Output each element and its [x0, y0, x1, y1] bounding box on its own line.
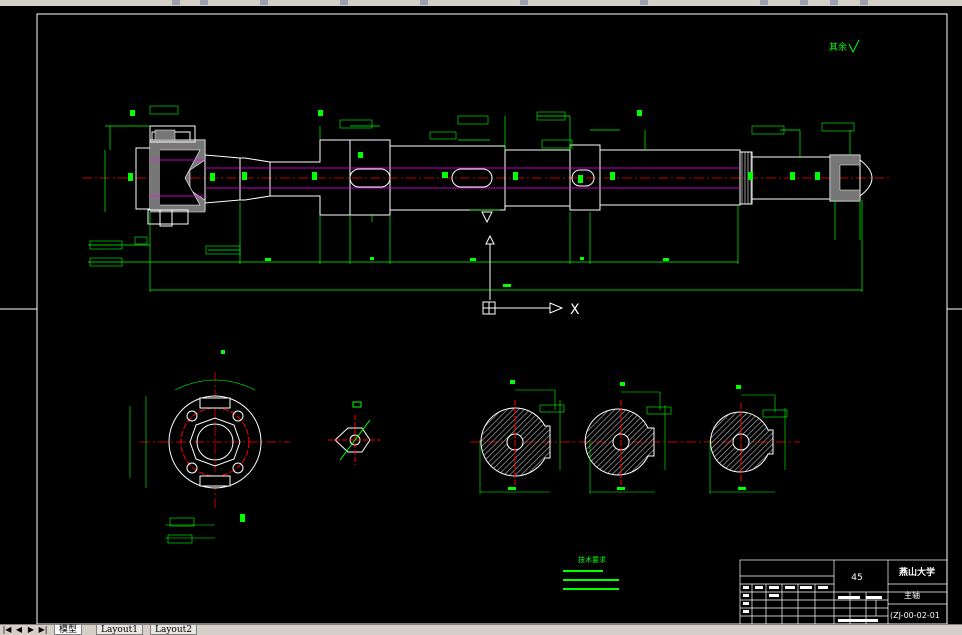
toolbar-icon[interactable] [520, 0, 528, 5]
keyway-1 [349, 168, 391, 188]
tech-req-title: 技术要求 [578, 555, 606, 564]
next-tab-icon[interactable]: ▶ [27, 625, 35, 634]
keyway-3 [571, 169, 595, 187]
dimension-labels [128, 110, 820, 287]
ucs-x-label: X [570, 302, 580, 318]
flange-end-view [140, 372, 290, 510]
last-tab-icon[interactable]: ▶| [38, 625, 48, 634]
dimensions-main [88, 115, 863, 292]
first-tab-icon[interactable]: |◀ [2, 625, 12, 634]
title-block [739, 559, 948, 624]
toolbar-icon[interactable] [172, 0, 180, 5]
keyway-2 [451, 168, 493, 188]
toolbar-icon[interactable] [860, 0, 868, 5]
detail-view [328, 401, 380, 465]
toolbar-icon[interactable] [200, 0, 208, 5]
technical-requirements: 技术要求 [563, 555, 619, 590]
title-block-part-name: 主轴 [904, 590, 920, 600]
section-a [480, 400, 551, 485]
title-block-school: 燕山大学 [899, 566, 935, 578]
drawing-frame [36, 13, 948, 624]
toolbar-icon[interactable] [340, 0, 348, 5]
toolbar-icon[interactable] [760, 0, 768, 5]
model-space-canvas[interactable]: 其余 [0, 6, 962, 624]
title-block-cells [743, 586, 882, 622]
datum-triangle [481, 211, 493, 224]
ucs-icon: X [482, 301, 580, 318]
shaft-outline [204, 139, 741, 216]
prev-tab-icon[interactable]: ◀ [15, 625, 23, 634]
title-block-drawing-no: (ZJ-00-02-01 [890, 611, 940, 620]
section-b [584, 400, 655, 485]
toolbar-icon[interactable] [260, 0, 268, 5]
layout-tab-bar: |◀ ◀ ▶ ▶| 模型 Layout1 Layout2 [0, 624, 962, 635]
toolbar-icon[interactable] [800, 0, 808, 5]
cad-drawing: 其余 [0, 13, 962, 624]
toolbar-icon[interactable] [830, 0, 838, 5]
shaft-main-view [82, 125, 890, 227]
toolbar-icon[interactable] [640, 0, 648, 5]
tolerance-frames [89, 105, 855, 267]
title-block-material: 45 [851, 573, 862, 583]
roughness-note: 其余 [829, 41, 847, 53]
section-views [470, 380, 800, 494]
toolbar-icon[interactable] [420, 0, 428, 5]
section-c [710, 403, 774, 482]
roughness-symbol [848, 39, 860, 54]
